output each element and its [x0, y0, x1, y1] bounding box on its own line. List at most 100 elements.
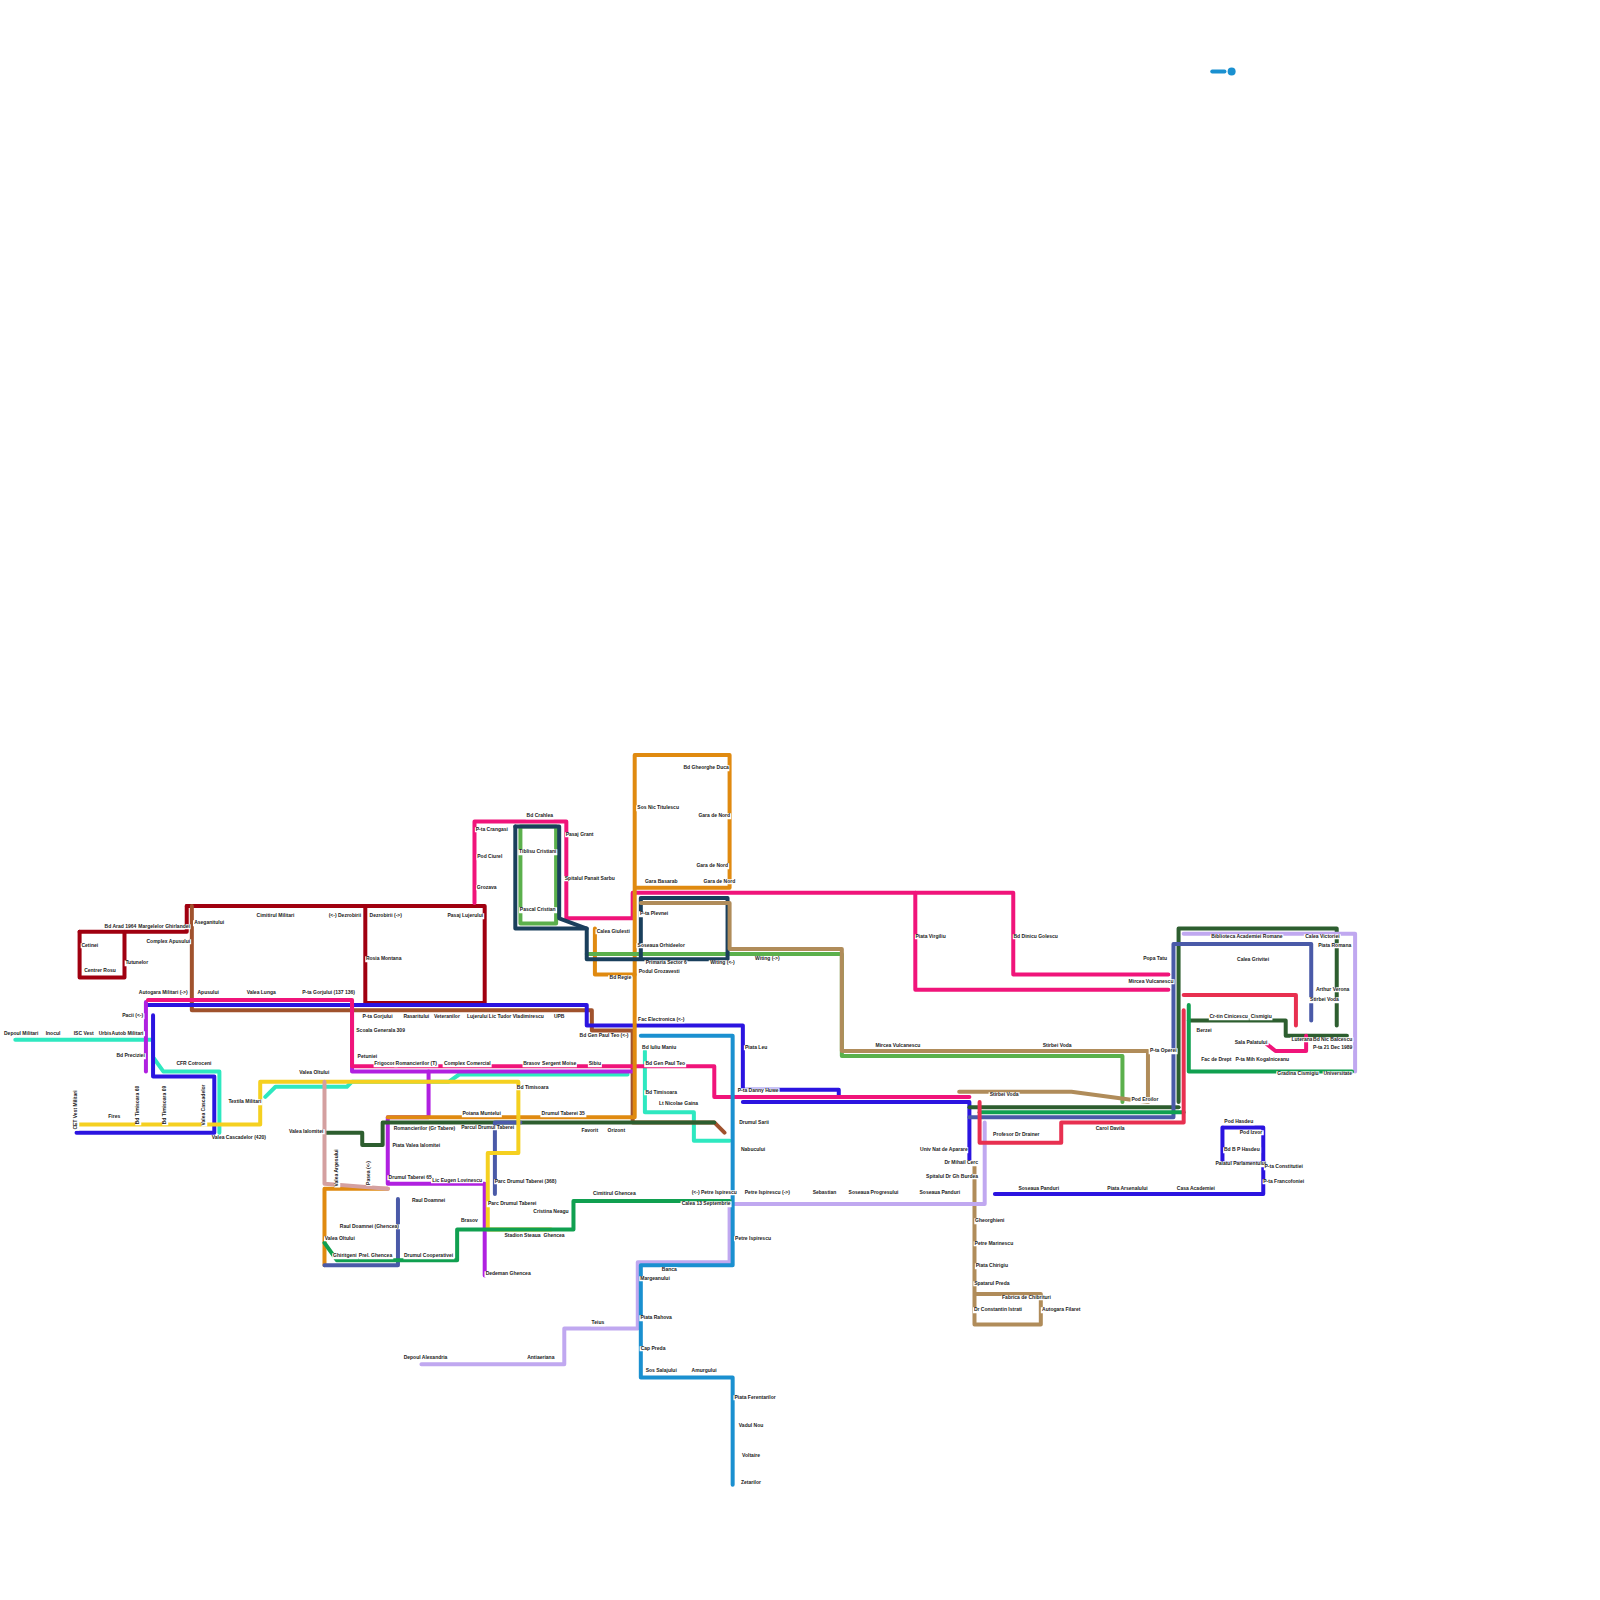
- route-line: [969, 944, 1311, 1117]
- stop-name: P-ta Gorjului (137 136): [301, 990, 356, 996]
- stop-name: Sebastian: [812, 1190, 838, 1196]
- stop-name: Piata Ferentarilor: [734, 1395, 777, 1401]
- stop-name: Cimitirul Militari: [256, 914, 296, 920]
- route-symbol: [1228, 67, 1236, 75]
- stop-name: Fac Electronica (<-): [637, 1018, 685, 1024]
- stop-name: Fires: [107, 1115, 121, 1121]
- route-line: [324, 1082, 387, 1189]
- stop-name: Poiana Muntelui: [461, 1112, 501, 1118]
- stop-name: P-ta Gorjului: [362, 1015, 394, 1021]
- stop-name: Parc Drumul Taberei: [487, 1201, 538, 1207]
- stop-name: Arthur Verona: [1315, 987, 1350, 993]
- stop-name: Petre Ispirescu: [734, 1236, 772, 1242]
- stop-name: Romancierilor (T): [395, 1062, 438, 1068]
- stop-name: Bd Gen Paul Teo: [644, 1062, 686, 1068]
- stop-name: Bd Regie: [609, 975, 633, 981]
- stop-name: Rosia Montana: [365, 956, 403, 962]
- stop-name: Spatarul Preda: [973, 1281, 1010, 1287]
- stop-name: Soseaua Progresului: [848, 1190, 900, 1196]
- stop-name: Universitate: [1322, 1072, 1353, 1078]
- stop-name: Stirbei Voda: [1309, 997, 1340, 1003]
- stop-name: Luterana: [1290, 1037, 1313, 1043]
- stop-name: P-ta Francofoniei: [1262, 1179, 1305, 1185]
- stop-name: Popa Tatu: [1142, 956, 1168, 962]
- route-line: [980, 1010, 1184, 1143]
- stop-name: Veteranilor: [433, 1015, 461, 1021]
- stop-name: Sala Palatului: [1234, 1040, 1269, 1046]
- stop-name: Valea Oltului: [324, 1236, 356, 1242]
- stop-name: (<-) Petre Ispirescu: [691, 1190, 738, 1196]
- stop-name: Mircea Vulcanescu: [875, 1043, 922, 1049]
- stop-name: Cristina Neagu: [532, 1209, 569, 1215]
- stop-name: Bd Timisoara 60: [135, 1085, 141, 1126]
- stop-name: Pasaj Grant: [565, 832, 595, 838]
- stop-name: Drumul Taberei 35: [541, 1112, 586, 1118]
- stop-name: Ghirlandei: [164, 924, 191, 930]
- stop-name: Petre Ispirescu (->): [744, 1190, 791, 1196]
- stop-name: Stadion Steaua: [503, 1233, 541, 1239]
- stop-name: Sos Salajului: [645, 1369, 678, 1375]
- stop-name: ISC Vest: [73, 1031, 95, 1037]
- stop-name: Vadul Nou: [738, 1423, 764, 1429]
- stop-name: P-ta 21 Dec 1989: [1312, 1045, 1353, 1051]
- stop-name: Palatul Parlamentului: [1214, 1162, 1267, 1168]
- stop-name: Lic Tudor Vladimirescu: [488, 1015, 545, 1021]
- route-line: [265, 1074, 627, 1096]
- route-line: [352, 1005, 633, 1071]
- route-line: [515, 827, 727, 960]
- stop-name: Apusului: [196, 990, 219, 996]
- stop-name: Biblioteca Academiei Romane: [1210, 934, 1283, 940]
- stop-name: Centrer Rosu: [83, 969, 117, 975]
- stop-name: Piata Rahova: [639, 1316, 672, 1322]
- stop-name: Dezrobirii (->): [369, 914, 403, 920]
- stop-name: Cimitirul Ghencea: [592, 1191, 637, 1197]
- stop-name: Univ Nat de Aparare: [919, 1147, 969, 1153]
- route-line: [743, 1102, 970, 1163]
- route-line: [77, 1082, 551, 1230]
- route-line: [474, 821, 1168, 974]
- stop-name: Brasov: [460, 1219, 479, 1225]
- stop-name: Berzei: [1196, 1028, 1213, 1034]
- stop-name: Piata Chirigiu: [975, 1264, 1009, 1270]
- stop-name: Gara de Nord: [703, 879, 737, 885]
- route-line: [144, 1002, 148, 1071]
- stop-name: Cr-tin Cinicescu: [1208, 1015, 1248, 1021]
- stop-name: Inocul: [45, 1031, 62, 1037]
- route-line: [641, 903, 1148, 1102]
- stop-name: Pasaj Lujerului: [447, 914, 485, 920]
- stop-name: Valea Oltului: [298, 1071, 330, 1077]
- stop-name: Tutunelor: [124, 961, 149, 967]
- stop-name: Valea Argesului: [334, 1149, 340, 1188]
- route-line: [969, 1105, 1178, 1109]
- stop-name: Antiaeriana: [526, 1355, 555, 1361]
- stop-name: Gara de Nord: [695, 864, 729, 870]
- stop-name: Favorit: [580, 1128, 599, 1134]
- stop-name: Petuniei: [357, 1054, 378, 1060]
- stop-name: Grozava: [476, 885, 498, 891]
- stop-name: Amurgului: [691, 1369, 718, 1375]
- route-line: [388, 1071, 485, 1275]
- stop-name: Spitalul Panait Sarbu: [564, 876, 616, 882]
- stop-name: Ghencea: [543, 1233, 566, 1239]
- stop-name: Autogara Militari (->): [138, 990, 189, 996]
- stop-name: Zetarilor: [740, 1480, 762, 1486]
- stop-name: Rasaritului: [402, 1015, 430, 1021]
- route-line: [1189, 1020, 1347, 1035]
- stop-name: Textila Militari: [227, 1099, 262, 1105]
- stop-name: UPB: [553, 1015, 566, 1021]
- stop-name: Piata Leu: [744, 1045, 768, 1051]
- stop-name: Parc Drumul Taberei (368): [494, 1179, 558, 1185]
- stop-name: (<-) Dezrobirii: [328, 914, 362, 920]
- stop-name: Bd B P Hasdeu: [1223, 1147, 1261, 1153]
- stop-name: Piata Romana: [1317, 943, 1352, 949]
- stop-name: Sos Nic Titulescu: [636, 805, 680, 811]
- route-line: [915, 893, 1168, 990]
- stop-name: Bd Preciziei: [115, 1053, 145, 1059]
- stop-name: P-ta Operei: [1149, 1048, 1178, 1054]
- route-line: [324, 1199, 397, 1265]
- route-line: [324, 1201, 729, 1260]
- stop-name: Witing (->): [754, 956, 781, 962]
- stop-name: Margeanului: [639, 1276, 670, 1282]
- stop-name: Voltaire: [741, 1453, 761, 1459]
